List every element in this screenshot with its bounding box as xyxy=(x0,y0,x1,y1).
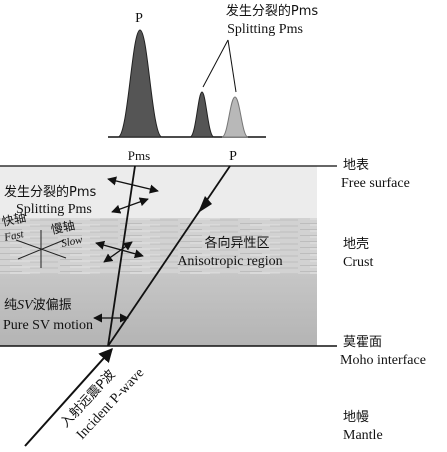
surface-pms-label: Pms xyxy=(128,148,150,163)
moho-label-en: Moho interface xyxy=(340,353,426,368)
anisotropic-label-zh: 各向异性区 xyxy=(204,235,269,251)
splitting-annotation-en: Splitting Pms xyxy=(16,202,92,217)
fast-axis-label-zh: 快轴 xyxy=(1,209,28,229)
incident-p-ray xyxy=(24,347,113,447)
fast-axis-label-en: Fast xyxy=(2,228,26,244)
pointer-to-fast-pulse xyxy=(202,39,229,88)
lower-crust-layer xyxy=(0,274,317,346)
p-ray-arrow xyxy=(198,196,212,213)
slow-axis-label-zh: 慢轴 xyxy=(50,217,77,237)
split-motion-arrow-slow xyxy=(103,241,133,263)
moho-label-zh: 莫霍面 xyxy=(343,335,382,350)
mantle-label-en: Mantle xyxy=(343,428,383,443)
splitting-pulse-label-en: Splitting Pms xyxy=(227,22,303,37)
surface-split-arrow-slow xyxy=(111,197,149,214)
anisotropic-label-en: Anisotropic region xyxy=(177,254,282,269)
slow-axis-label-en: Slow xyxy=(60,234,84,250)
mantle-label-zh: 地幔 xyxy=(343,410,369,425)
pure-sv-label-zh: 纯SV波偏振 xyxy=(4,298,72,313)
crust-label-zh: 地壳 xyxy=(343,237,369,252)
splitting-pulse-label-zh: 发生分裂的Pms xyxy=(226,3,319,19)
anisotropic-layer xyxy=(0,218,317,274)
crust-label-en: Crust xyxy=(343,255,373,270)
surface-split-arrow-fast xyxy=(107,176,159,194)
pure-sv-label-en: Pure SV motion xyxy=(3,318,93,333)
pointer-to-slow-pulse xyxy=(227,39,237,93)
free-surface-label-en: Free surface xyxy=(341,176,410,191)
p-pulse xyxy=(117,29,163,138)
surface-p-label: P xyxy=(229,149,237,164)
p-pulse-label: P xyxy=(135,11,143,26)
free-surface-label-zh: 地表 xyxy=(343,158,369,173)
pms-fast-pulse xyxy=(189,91,215,138)
splitting-annotation-zh: 发生分裂的Pms xyxy=(4,184,97,200)
pms-slow-pulse xyxy=(221,96,249,138)
